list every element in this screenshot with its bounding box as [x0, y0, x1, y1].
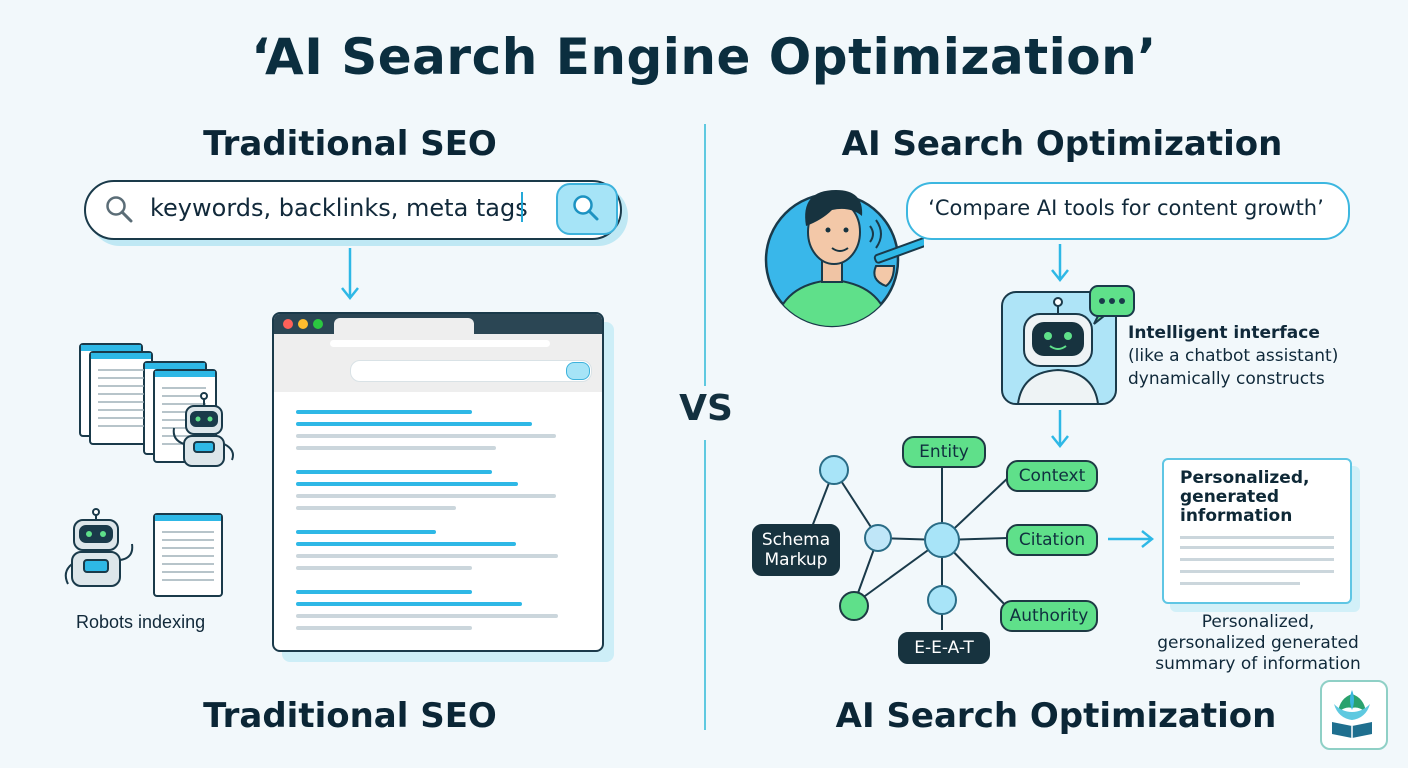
- card-title-line: generated: [1180, 487, 1280, 507]
- card-title-line: information: [1180, 506, 1293, 526]
- node-schema-markup: Schema Markup: [752, 524, 840, 576]
- caption-line: Personalized,: [1201, 612, 1315, 632]
- caption-line: summary of information: [1155, 654, 1361, 674]
- result-url-line: [296, 602, 522, 606]
- query-text: ‘Compare AI tools for content growth’: [928, 196, 1324, 220]
- node-authority: Authority: [1000, 600, 1098, 632]
- result-snippet-line: [296, 566, 472, 570]
- result-url-line: [296, 422, 532, 426]
- node-eeat: E-E-A-T: [898, 632, 990, 664]
- arrow-right-icon: [1108, 530, 1155, 548]
- node-context: Context: [1006, 460, 1098, 492]
- window-dots-icon: [283, 319, 323, 329]
- query-speech-bubble: [906, 182, 1350, 240]
- card-text-line: [1180, 558, 1334, 561]
- chatbot-robot-icon: [1001, 285, 1135, 405]
- phoenix-book-logo-icon: [1332, 690, 1372, 738]
- card-title-line: Personalized,: [1180, 468, 1310, 488]
- generated-info-title: Personalized, generated information: [1180, 469, 1340, 526]
- schema-label-line: Schema: [761, 530, 831, 550]
- search-input-text[interactable]: keywords, backlinks, meta tags: [150, 194, 528, 222]
- result-snippet-line: [296, 446, 496, 450]
- robots-indexing-label: Robots indexing: [76, 612, 206, 632]
- result-title-line: [296, 590, 472, 594]
- node-citation: Citation: [1006, 524, 1098, 556]
- browser-tab: [334, 318, 474, 334]
- intelligent-interface-title: Intelligent interface: [1128, 323, 1320, 343]
- caption-line: gersonalized generated: [1157, 633, 1359, 653]
- vs-label: VS: [679, 388, 733, 429]
- search-button-icon: [573, 195, 599, 221]
- card-text-line: [1180, 582, 1300, 585]
- result-snippet-line: [296, 554, 558, 558]
- result-snippet-line: [296, 626, 472, 630]
- divider-top: [704, 124, 706, 386]
- generated-summary-caption: Personalized, gersonalized generated sum…: [1140, 612, 1376, 675]
- arrow-down-icon: [341, 248, 359, 301]
- search-button[interactable]: [556, 183, 618, 235]
- arrow-down-icon: [1051, 410, 1069, 449]
- card-text-line: [1180, 536, 1334, 539]
- right-heading: AI Search Optimization: [841, 124, 1283, 164]
- result-title-line: [296, 470, 492, 474]
- result-snippet-line: [296, 506, 456, 510]
- intelligent-interface-line: (like a chatbot assistant): [1128, 346, 1339, 366]
- indexed-documents-icon: [79, 343, 234, 467]
- result-title-line: [296, 530, 436, 534]
- result-url-line: [296, 482, 518, 486]
- result-url-line: [296, 542, 516, 546]
- right-footer-heading: AI Search Optimization: [835, 696, 1277, 736]
- robot-indexing-icon: [64, 508, 223, 597]
- card-text-line: [1180, 570, 1334, 573]
- person-speaking-avatar: [764, 190, 924, 328]
- page-title: ‘AI Search Engine Optimization’: [251, 28, 1157, 86]
- search-bar[interactable]: [84, 180, 622, 240]
- text-caret: [521, 192, 523, 222]
- result-snippet-line: [296, 494, 556, 498]
- intelligent-interface-text: Intelligent interface (like a chatbot as…: [1128, 322, 1358, 391]
- divider-bottom: [704, 440, 706, 730]
- left-heading: Traditional SEO: [203, 124, 497, 164]
- search-results-browser: [272, 312, 604, 652]
- node-entity: Entity: [902, 436, 986, 468]
- search-icon: [106, 196, 133, 223]
- result-snippet-line: [296, 614, 558, 618]
- address-bar: [330, 340, 550, 347]
- results-search-bar: [350, 360, 592, 382]
- generated-info-card: [1162, 458, 1352, 604]
- arrow-down-icon: [1051, 244, 1069, 283]
- knowledge-graph: [809, 455, 1011, 630]
- card-text-line: [1180, 546, 1334, 549]
- results-search-button: [566, 362, 590, 380]
- left-footer-heading: Traditional SEO: [203, 696, 497, 736]
- result-title-line: [296, 410, 472, 414]
- intelligent-interface-line: dynamically constructs: [1128, 369, 1325, 389]
- result-snippet-line: [296, 434, 556, 438]
- schema-label-line: Markup: [764, 550, 828, 570]
